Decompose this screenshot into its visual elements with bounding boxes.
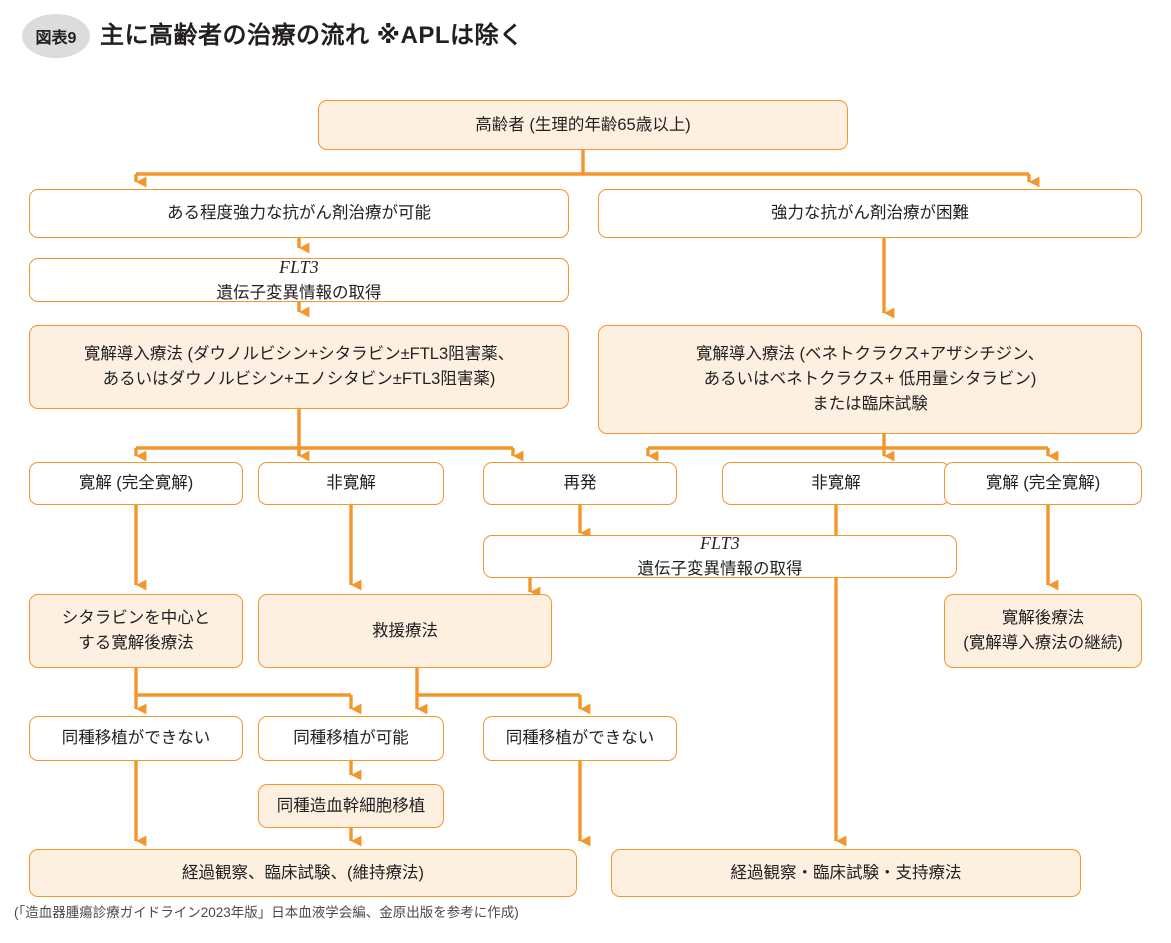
- node-followup-left: 経過観察、臨床試験、(維持療法): [29, 849, 577, 897]
- source-note: (「造血器腫瘍診療ガイドライン2023年版」日本血液学会編、金原出版を参考に作成…: [14, 905, 519, 920]
- node-no-remission-left: 非寛解: [258, 462, 444, 505]
- node-induction-left: 寛解導入療法 (ダウノルビシン+シタラビン±FTL3阻害薬、 あるいはダウノルビ…: [29, 325, 569, 409]
- node-intensive-difficult: 強力な抗がん剤治療が困難: [598, 189, 1142, 238]
- node-no-transplant-left: 同種移植ができない: [29, 716, 243, 761]
- node-salvage-therapy: 救援療法: [258, 594, 552, 668]
- figure-number-badge: 図表9: [22, 14, 90, 58]
- node-remission-right: 寛解 (完全寛解): [944, 462, 1142, 505]
- node-elderly: 高齢者 (生理的年齢65歳以上): [318, 100, 848, 150]
- node-intensive-possible: ある程度強力な抗がん剤治療が可能: [29, 189, 569, 238]
- node-postremission-cytarabine: シタラビンを中心と する寛解後療法: [29, 594, 243, 668]
- node-postremission-continue: 寛解後療法 (寛解導入療法の継続): [944, 594, 1142, 668]
- gene-name: FLT3: [279, 256, 319, 277]
- node-remission-left: 寛解 (完全寛解): [29, 462, 243, 505]
- node-no-transplant-right: 同種移植ができない: [483, 716, 677, 761]
- gene-name: FLT3: [700, 533, 740, 553]
- node-followup-right: 経過観察・臨床試験・支持療法: [611, 849, 1081, 897]
- node-relapse: 再発: [483, 462, 677, 505]
- node-induction-right: 寛解導入療法 (ベネトクラクス+アザシチジン、 あるいはベネトクラクス+ 低用量…: [598, 325, 1142, 434]
- page-title: 主に高齢者の治療の流れ ※APLは除く: [100, 22, 524, 49]
- node-transplant-possible: 同種移植が可能: [258, 716, 444, 761]
- node-stem-cell-transplant: 同種造血幹細胞移植: [258, 784, 444, 828]
- figure-header: 図表9 主に高齢者の治療の流れ ※APLは除く: [0, 0, 1171, 80]
- node-no-remission-right: 非寛解: [722, 462, 950, 505]
